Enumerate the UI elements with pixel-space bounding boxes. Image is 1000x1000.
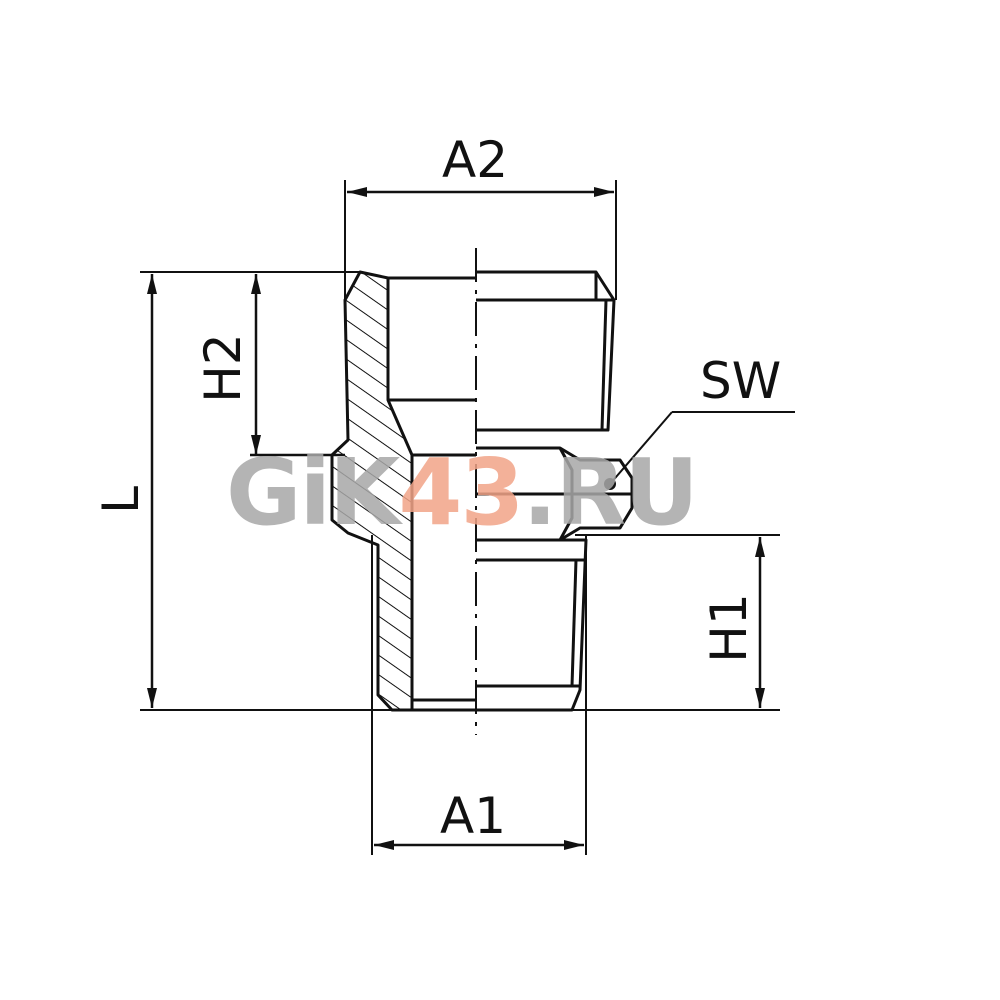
watermark: GiK43.RU: [226, 439, 697, 546]
label-sw: SW: [700, 352, 781, 410]
watermark-part2: 43: [398, 439, 522, 546]
label-h1: H1: [700, 593, 758, 662]
dimension-lines: [147, 187, 765, 850]
sw-leader: [604, 411, 795, 490]
watermark-part1: GiK: [226, 439, 404, 546]
exterior-half: [476, 270, 634, 712]
watermark-part3: .RU: [522, 439, 697, 546]
label-a2: A2: [442, 131, 508, 189]
label-l: L: [92, 486, 150, 514]
label-h2: H2: [194, 333, 252, 402]
label-a1: A1: [440, 787, 506, 845]
extension-lines: [140, 180, 780, 855]
section-half: [330, 270, 476, 712]
